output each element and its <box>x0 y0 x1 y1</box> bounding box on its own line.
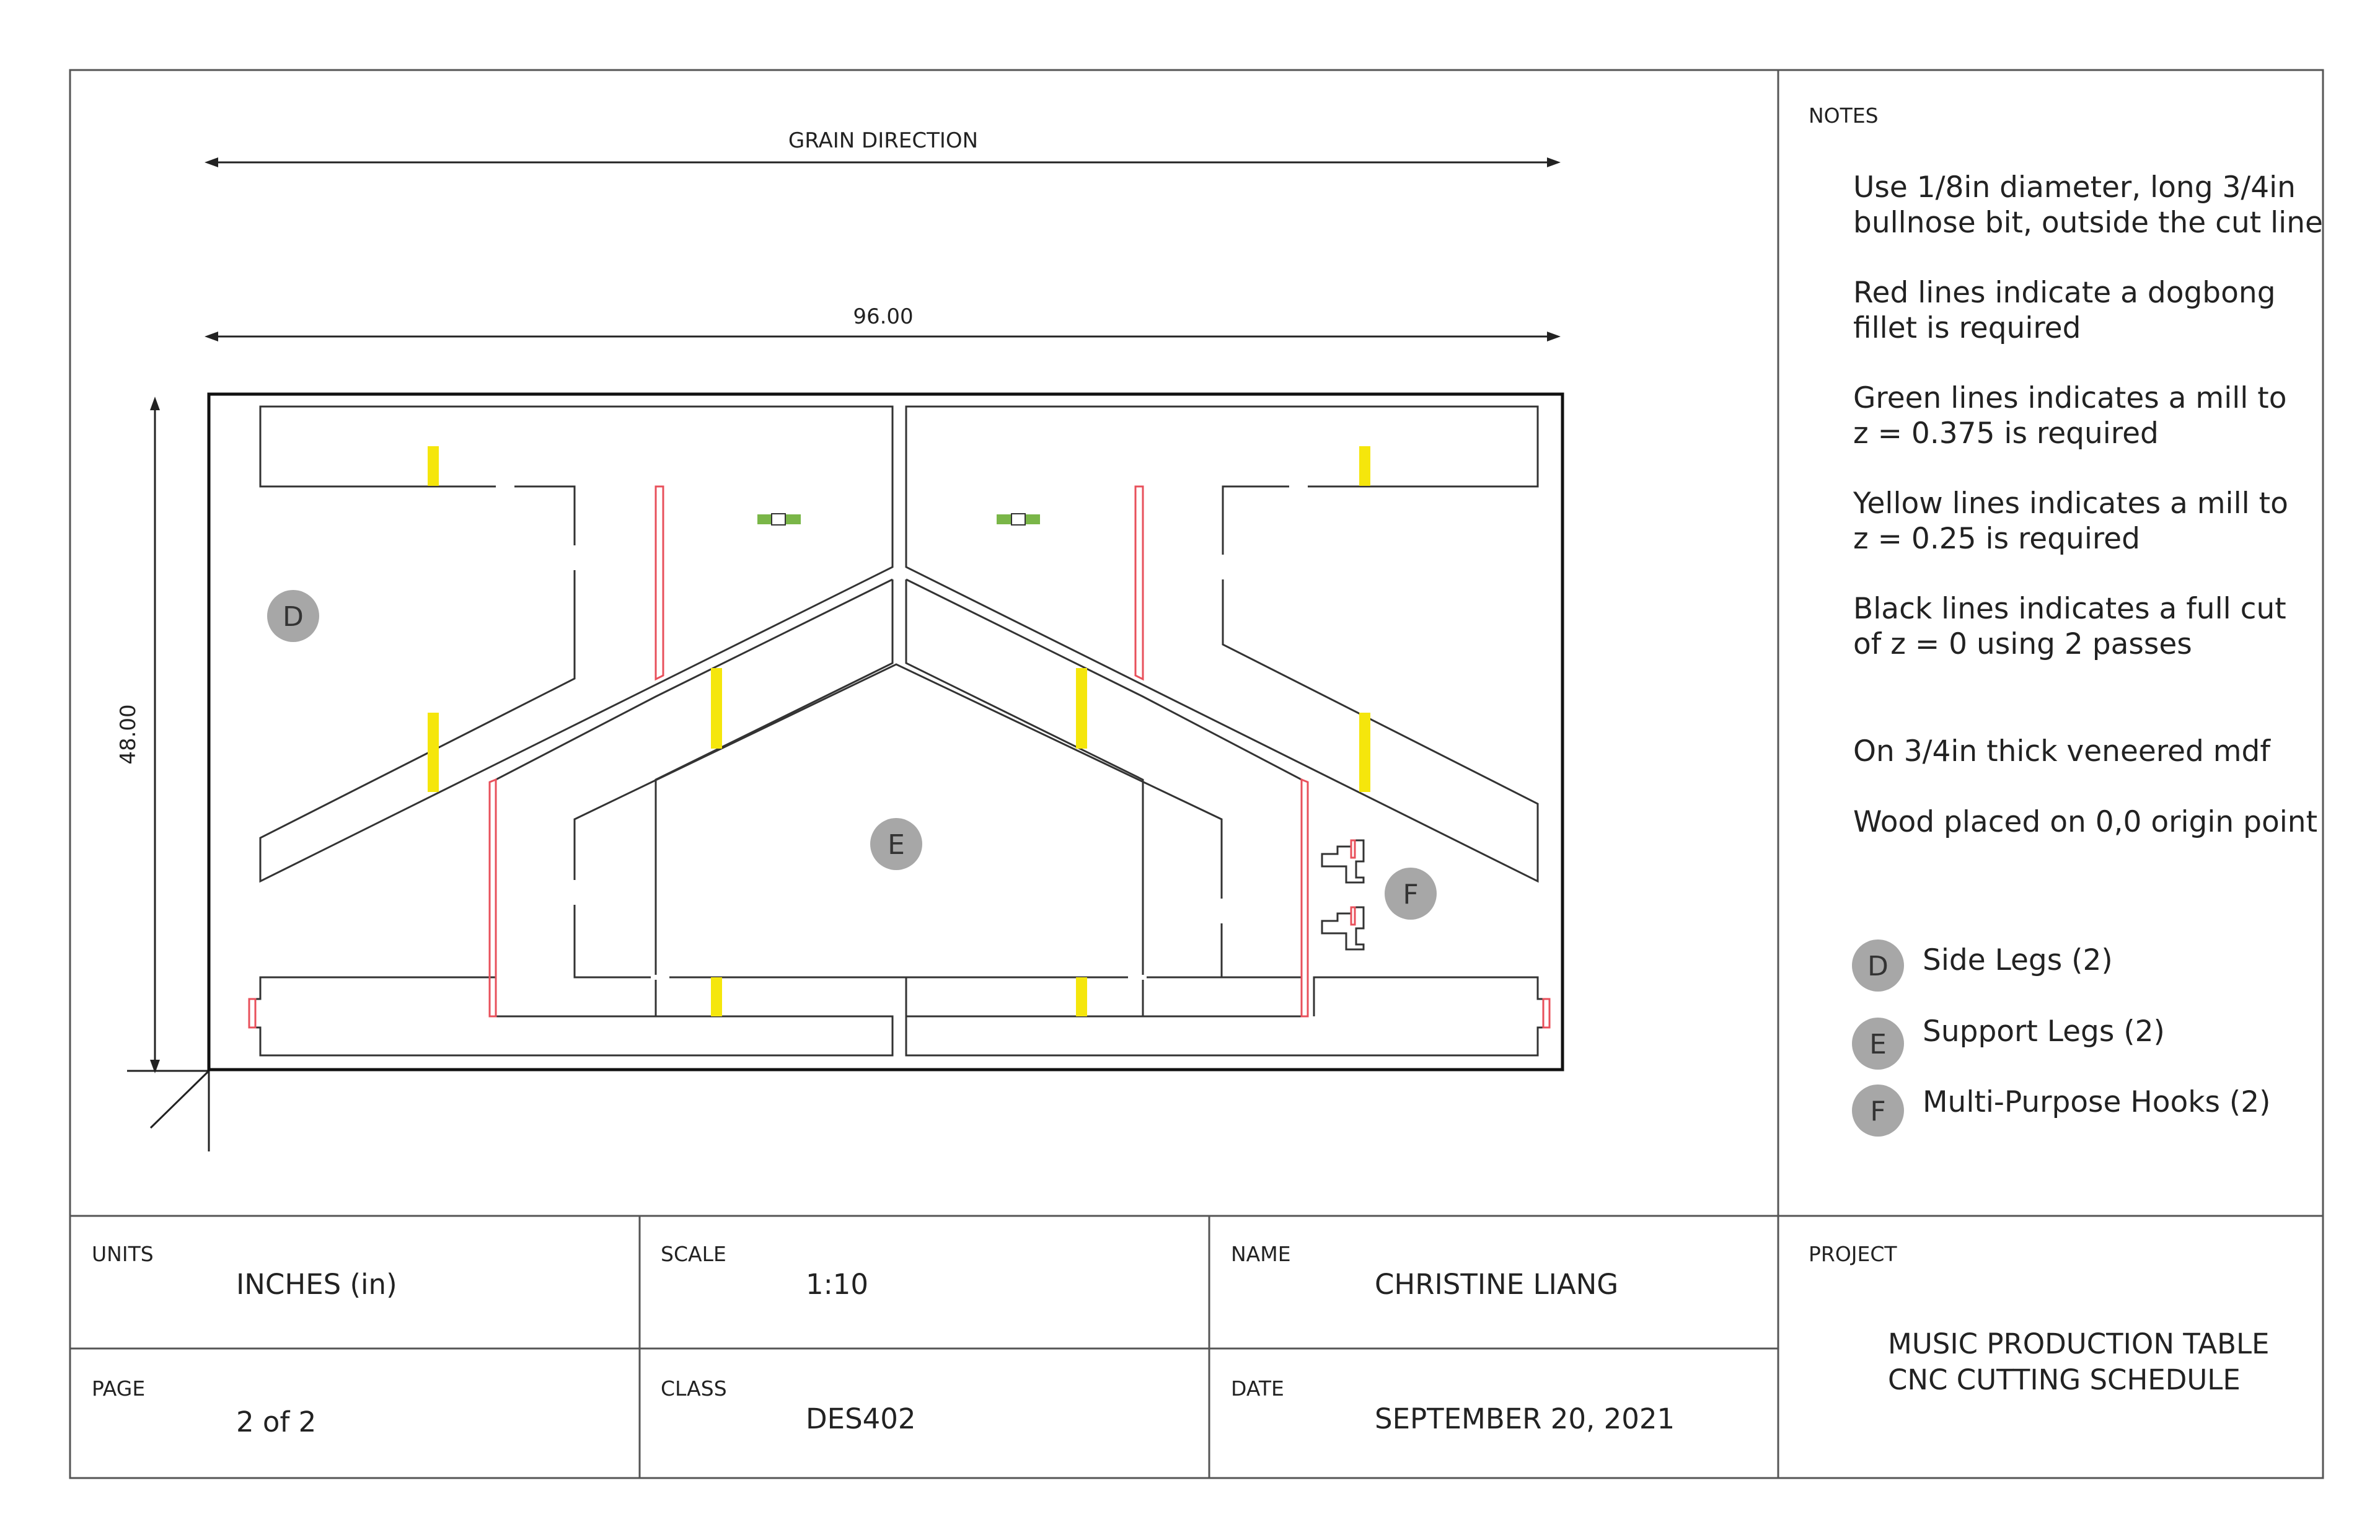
bottom-strip-right <box>905 976 1303 1018</box>
legend-label-f: Multi-Purpose Hooks (2) <box>1923 1085 2270 1119</box>
hook-bottom <box>1321 906 1365 951</box>
hook-top <box>1321 839 1365 884</box>
tab-gaps <box>496 484 1315 980</box>
note-3-line-2: z = 0.375 is required <box>1853 416 2159 451</box>
note-4-line-2: z = 0.25 is required <box>1853 522 2140 556</box>
origin-marker <box>127 1070 210 1151</box>
note-4-line-1: Yellow lines indicates a mill to <box>1853 486 2288 521</box>
note-7: Wood placed on 0,0 origin point <box>1853 805 2317 839</box>
legend-item-f: F Multi-Purpose Hooks (2) <box>1852 1085 2270 1137</box>
stock-sheet-outline <box>207 392 1564 1071</box>
notes-heading: NOTES <box>1809 103 1879 128</box>
part-label-e: E <box>870 818 922 870</box>
date-value: SEPTEMBER 20, 2021 <box>1375 1402 1675 1435</box>
width-dimension-label: 96.00 <box>853 304 913 329</box>
bottom-strip-left <box>248 976 894 1057</box>
units-value: INCHES (in) <box>236 1268 397 1301</box>
height-dimension: 48.00 <box>116 397 160 1073</box>
note-5-line-2: of z = 0 using 2 passes <box>1853 627 2192 661</box>
sheet-frame <box>69 69 2324 1479</box>
note-1-line-2: bullnose bit, outside the cut line <box>1853 206 2323 240</box>
note-5-line-1: Black lines indicates a full cut <box>1853 592 2286 626</box>
name-label: NAME <box>1231 1242 1291 1266</box>
grain-direction-label: GRAIN DIRECTION <box>788 128 978 153</box>
part-label-f: F <box>1385 868 1437 920</box>
units-label: UNITS <box>92 1242 154 1266</box>
svg-text:F: F <box>1870 1096 1885 1127</box>
svg-text:E: E <box>888 829 905 861</box>
width-dimension: 96.00 <box>205 304 1561 341</box>
note-2-line-2: fillet is required <box>1853 311 2081 345</box>
svg-text:D: D <box>283 601 304 633</box>
side-leg-left <box>259 405 894 883</box>
svg-text:E: E <box>1869 1029 1887 1060</box>
legend-label-e: Support Legs (2) <box>1923 1014 2165 1049</box>
cut-parts <box>248 405 1551 1057</box>
project-line-1: MUSIC PRODUCTION TABLE <box>1888 1327 2269 1360</box>
scale-label: SCALE <box>661 1242 726 1266</box>
date-label: DATE <box>1231 1376 1284 1401</box>
side-leg-right <box>905 405 1539 883</box>
legend-item-e: E Support Legs (2) <box>1852 1014 2165 1070</box>
dogbone-fillet-cuts <box>248 485 1551 1029</box>
project-label: PROJECT <box>1809 1242 1897 1266</box>
title-block: UNITS INCHES (in) SCALE 1:10 NAME CHRIST… <box>92 1242 2269 1438</box>
class-label: CLASS <box>661 1376 727 1401</box>
legend-item-d: D Side Legs (2) <box>1852 939 2113 992</box>
note-3-line-1: Green lines indicates a mill to <box>1853 381 2287 415</box>
project-line-2: CNC CUTTING SCHEDULE <box>1888 1363 2241 1396</box>
yellow-mill-pockets <box>428 446 1370 1016</box>
note-1-line-1: Use 1/8in diameter, long 3/4in <box>1853 170 2296 205</box>
name-value: CHRISTINE LIANG <box>1375 1268 1618 1301</box>
height-dimension-label: 48.00 <box>116 704 141 764</box>
legend-label-d: Side Legs (2) <box>1923 943 2113 977</box>
parts-legend: D Side Legs (2) E Support Legs (2) F Mul… <box>1852 939 2270 1137</box>
part-label-d: D <box>267 590 319 642</box>
note-2-line-1: Red lines indicate a dogbong <box>1853 276 2276 310</box>
support-leg-inner <box>573 663 1223 979</box>
page-label: PAGE <box>92 1376 145 1401</box>
svg-text:D: D <box>1867 951 1889 982</box>
grain-direction-dimension: GRAIN DIRECTION <box>205 128 1561 167</box>
page-value: 2 of 2 <box>236 1406 316 1438</box>
note-6: On 3/4in thick veneered mdf <box>1853 734 2271 768</box>
svg-text:F: F <box>1403 879 1418 910</box>
green-mill-pockets <box>757 513 1040 526</box>
notes-panel: NOTES Use 1/8in diameter, long 3/4in bul… <box>1809 103 2323 839</box>
scale-value: 1:10 <box>806 1268 868 1301</box>
class-value: DES402 <box>806 1402 916 1435</box>
